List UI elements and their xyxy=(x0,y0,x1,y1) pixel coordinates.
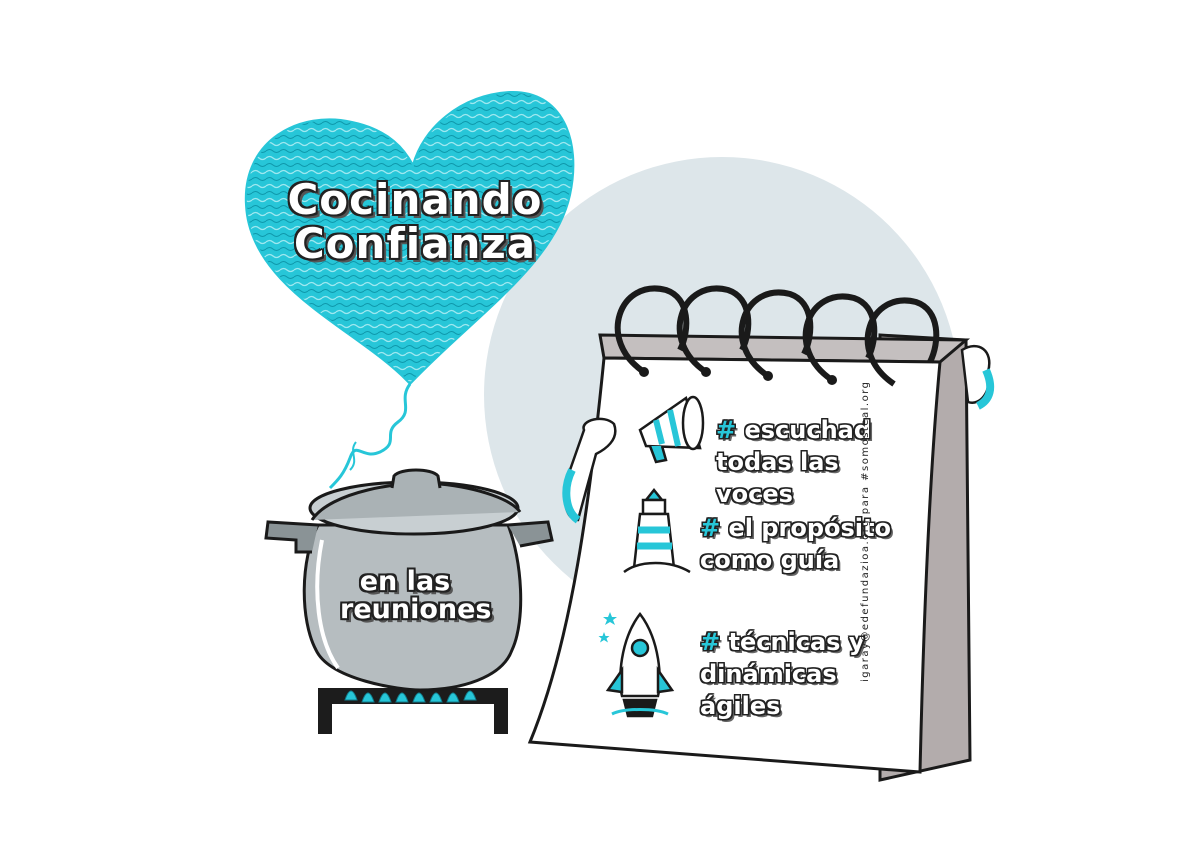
star-icon xyxy=(598,612,617,643)
item-text: escuchad xyxy=(744,416,872,444)
cooking-pot xyxy=(264,468,554,692)
pot-label: en las reuniones xyxy=(340,566,492,626)
item-line-1: # el propósito xyxy=(700,512,900,544)
heart-title-line-2: Confianza xyxy=(293,219,537,269)
pot-label-line-1: en las xyxy=(359,566,451,597)
hashtag-symbol: # xyxy=(700,514,721,542)
calendar-spiral-rings xyxy=(614,285,940,387)
flame-icon xyxy=(344,690,477,703)
rocket-icon xyxy=(598,611,675,718)
calendar-item-listening: # escuchad todas las voces xyxy=(716,414,916,510)
lighthouse-icon xyxy=(623,487,691,574)
heart-title-line-1: Cocinando xyxy=(287,175,543,224)
heart-title: Cocinando Confianza xyxy=(270,175,560,269)
item-line-2: dinámicas ágiles xyxy=(700,660,837,720)
calendar-item-purpose: # el propósito como guía xyxy=(700,512,900,576)
item-line-1: # escuchad xyxy=(716,414,916,446)
hand-right xyxy=(960,344,995,410)
item-line-1: # técnicas y xyxy=(700,626,900,658)
flip-calendar xyxy=(527,285,995,782)
hashtag-symbol: # xyxy=(716,416,737,444)
item-text: el propósito xyxy=(728,514,891,542)
pot-label-line-2: reuniones xyxy=(340,594,492,626)
author-credit: igaray@edefundazioa.org para #somosteal.… xyxy=(860,380,871,683)
item-line-2: como guía xyxy=(700,546,840,574)
stove-burner xyxy=(318,688,508,734)
calendar-item-techniques: # técnicas y dinámicas ágiles xyxy=(700,626,900,722)
megaphone-icon xyxy=(638,395,705,464)
item-text: técnicas y xyxy=(728,628,865,656)
steam-line xyxy=(328,383,412,490)
hand-left xyxy=(562,417,617,524)
item-line-2: todas las voces xyxy=(716,448,839,508)
hashtag-symbol: # xyxy=(700,628,721,656)
heart-shape xyxy=(244,90,575,386)
steam-line-2 xyxy=(349,441,357,471)
